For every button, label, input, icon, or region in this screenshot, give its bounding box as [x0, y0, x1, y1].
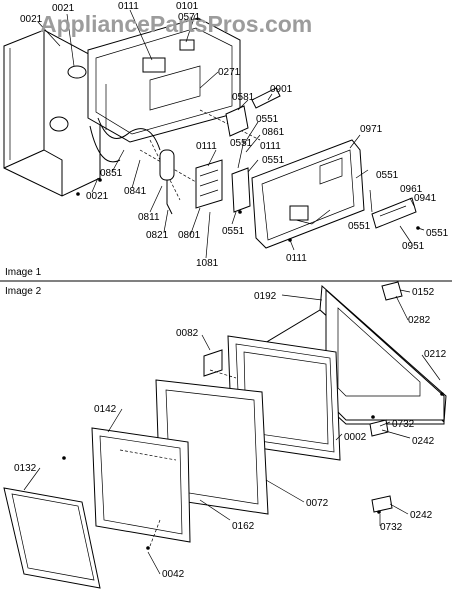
part-label: 0961 [400, 184, 423, 195]
part-label: 0951 [402, 241, 425, 252]
part-label: 0551 [348, 221, 371, 232]
part-label: 0841 [124, 186, 147, 197]
part-label: 0142 [94, 404, 117, 415]
part-label: 0901 [270, 84, 293, 95]
part-label: 0242 [412, 436, 435, 447]
part-label: 0072 [306, 498, 329, 509]
part-label: 0821 [146, 230, 169, 241]
part-label: 0851 [100, 168, 123, 179]
part-label: 0581 [232, 92, 255, 103]
part-label: 0212 [424, 349, 447, 360]
part-label: 0132 [14, 463, 37, 474]
part-label: 0551 [222, 226, 245, 237]
image1-drawing [3, 9, 425, 259]
image1-caption: Image 1 [5, 267, 42, 278]
part-label: 0861 [262, 127, 285, 138]
part-label: 0971 [360, 124, 383, 135]
part-label: 0162 [232, 521, 255, 532]
part-label: 0282 [408, 315, 431, 326]
part-label: 0551 [256, 114, 279, 125]
part-label: 0111 [260, 141, 281, 152]
part-label: 0242 [410, 510, 433, 521]
part-label: 1081 [196, 258, 219, 269]
part-label: 0192 [254, 291, 277, 302]
part-label: 0021 [20, 14, 43, 25]
part-label: 0111 [196, 141, 217, 152]
part-label: 0002 [344, 432, 367, 443]
part-label: 0811 [138, 212, 160, 223]
part-label: 0551 [230, 138, 253, 149]
part-label: 0732 [380, 522, 403, 533]
part-label: 0801 [178, 230, 201, 241]
part-label: 0551 [426, 228, 449, 239]
watermark-text: AppliancePartsPros.com [40, 11, 312, 37]
part-label: 0021 [52, 3, 75, 14]
part-label: 0101 [176, 1, 199, 12]
part-label: 0111 [118, 1, 139, 12]
image2-labels: 0192 0152 0282 0082 0212 0142 0732 0242 … [14, 287, 447, 580]
part-label: 0732 [392, 419, 415, 430]
part-label: 0042 [162, 569, 185, 580]
part-label: 0152 [412, 287, 435, 298]
part-label: 0111 [286, 253, 307, 264]
image1-labels: 0021 0021 0111 0101 0571 0271 0901 0581 … [20, 1, 449, 269]
part-label: 0271 [218, 67, 241, 78]
image2-drawing [3, 281, 447, 589]
image2-caption: Image 2 [5, 286, 42, 297]
part-label: 0571 [178, 12, 201, 23]
part-label: 0941 [414, 193, 437, 204]
part-label: 0551 [262, 155, 285, 166]
part-label: 0551 [376, 170, 399, 181]
part-label: 0021 [86, 191, 109, 202]
part-label: 0082 [176, 328, 199, 339]
